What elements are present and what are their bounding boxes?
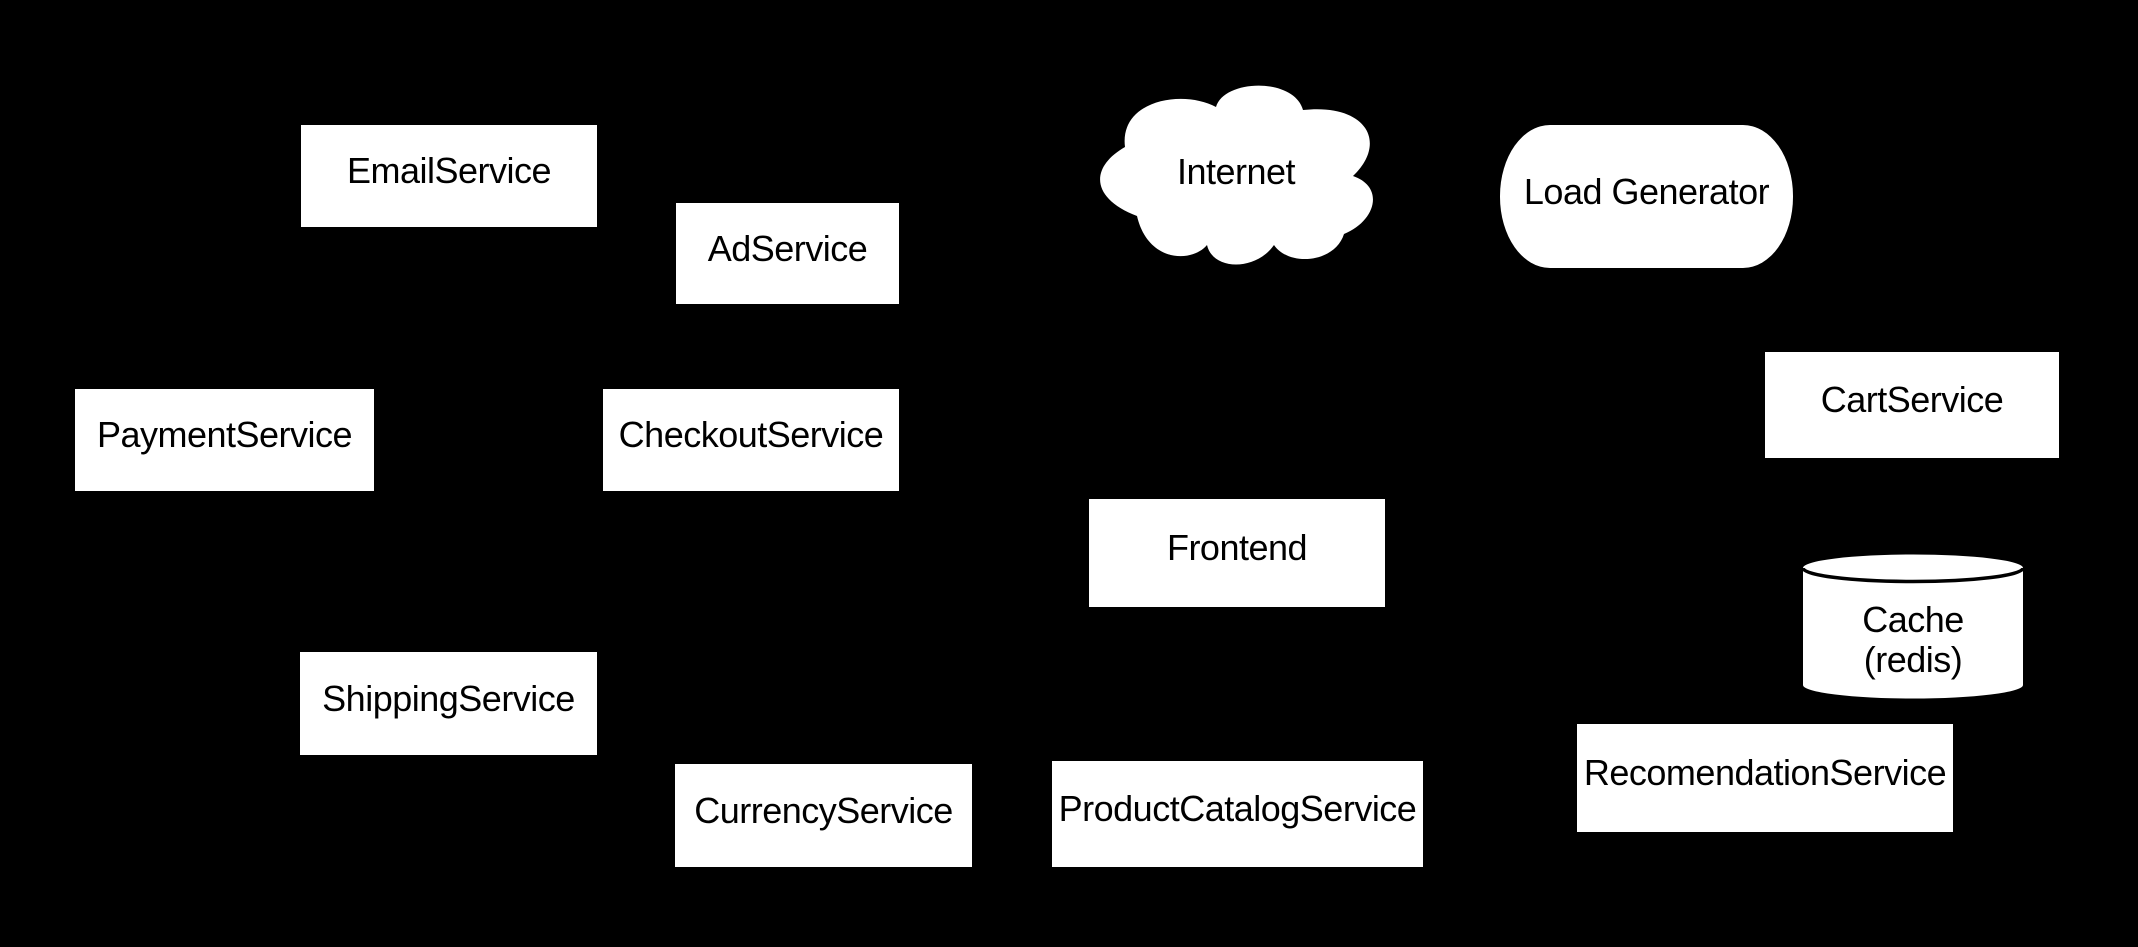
node-label-line2: (redis) (1863, 638, 1963, 680)
node-label: ProductCatalogService (1058, 788, 1417, 829)
cloud-icon (1100, 85, 1373, 265)
node-label: EmailService (346, 150, 552, 191)
node-checkout-service: CheckoutService (603, 389, 899, 491)
node-label-line1: Cache (1862, 598, 1964, 640)
node-label: Frontend (1166, 527, 1308, 568)
node-cart-service: CartService (1765, 352, 2059, 458)
node-ad-service: AdService (676, 203, 899, 304)
node-shipping-service: ShippingService (300, 652, 597, 755)
node-label: PaymentService (96, 414, 353, 455)
node-label: AdService (707, 227, 868, 269)
database-cylinder-icon (1801, 554, 2025, 699)
node-label: CurrencyService (694, 789, 953, 831)
node-label: CheckoutService (618, 414, 884, 455)
node-label: CartService (1820, 379, 2004, 420)
node-frontend: Frontend (1089, 499, 1385, 607)
node-email-service: EmailService (301, 125, 597, 227)
node-currency-service: CurrencyService (675, 764, 972, 867)
node-label-wrap: Internet (1090, 85, 1382, 267)
node-label: ShippingService (322, 677, 575, 719)
node-payment-service: PaymentService (75, 389, 374, 491)
node-cache-redis: Cache (redis) (1801, 553, 2025, 700)
node-load-generator: Load Generator (1500, 125, 1793, 268)
node-recomendation-service: RecomendationService (1577, 724, 1953, 832)
node-label: Internet (1176, 151, 1296, 192)
node-label-wrap: Cache (redis) (1801, 553, 2025, 700)
node-product-catalog-service: ProductCatalogService (1052, 761, 1423, 867)
node-internet: Internet (1090, 85, 1382, 267)
node-label: Load Generator (1523, 170, 1770, 212)
node-label: RecomendationService (1583, 752, 1947, 793)
